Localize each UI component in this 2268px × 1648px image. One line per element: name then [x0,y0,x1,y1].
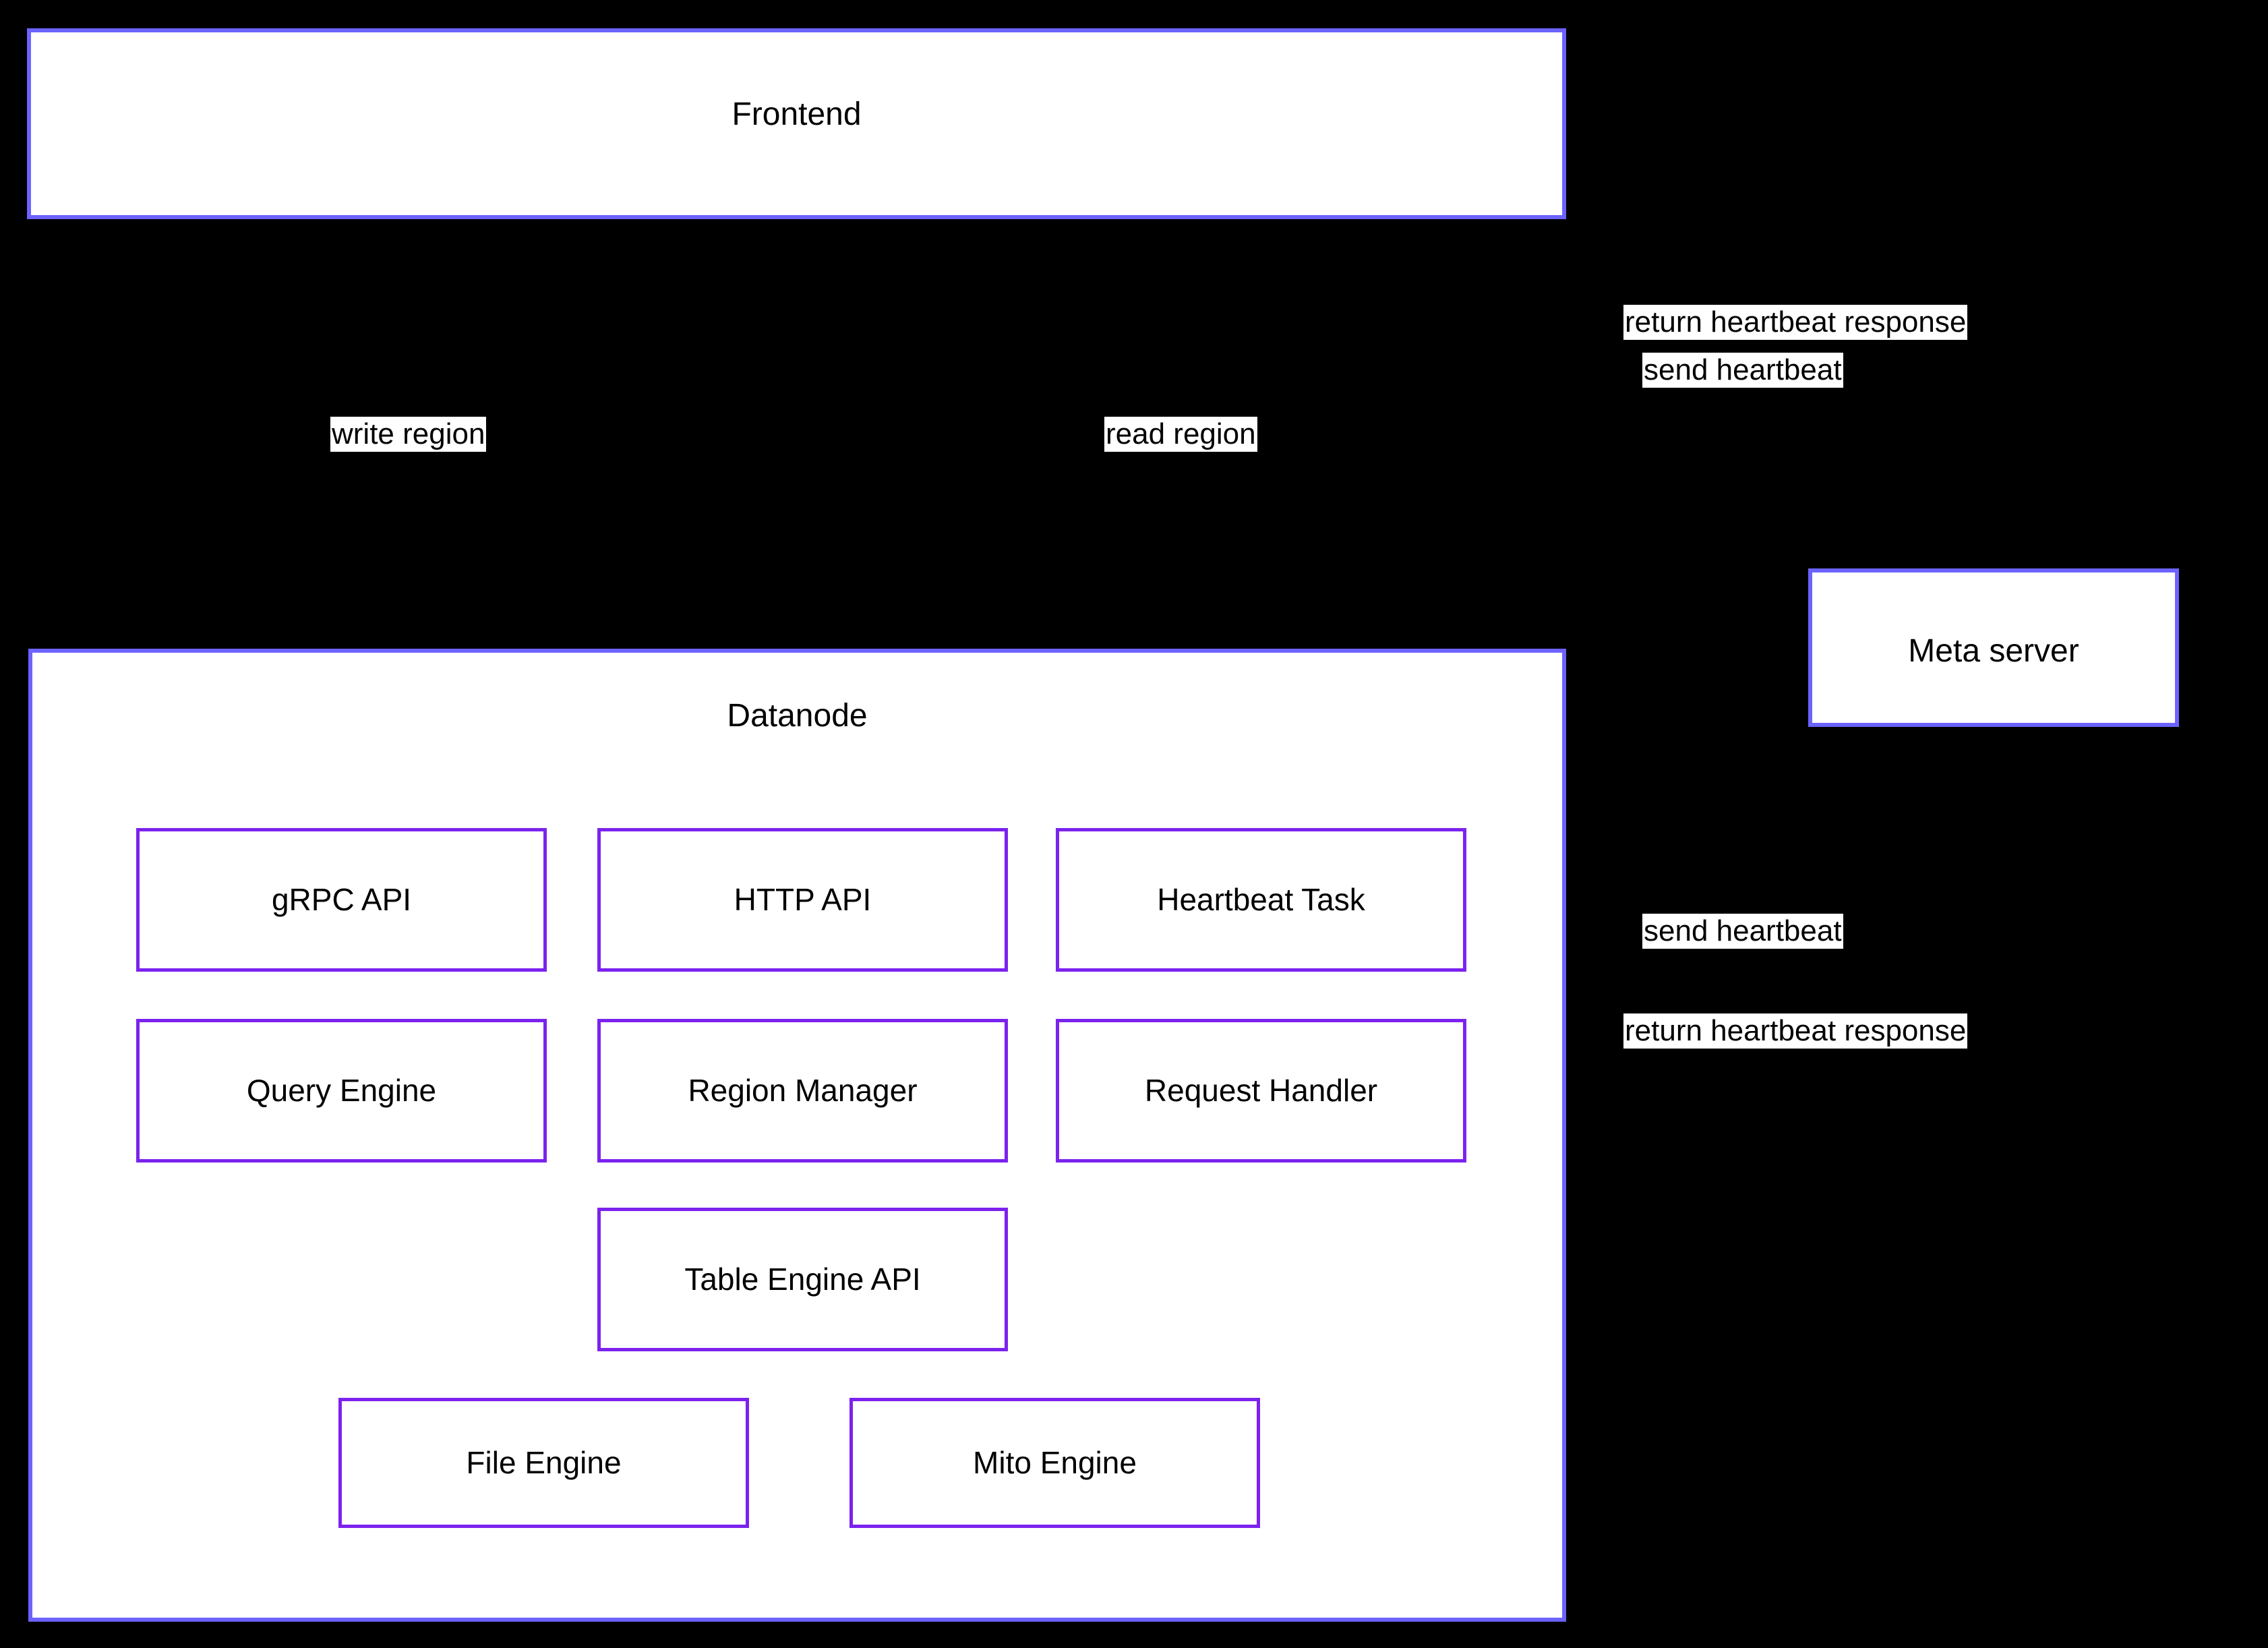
component-heartbeat-task[interactable]: Heartbeat Task [1056,828,1466,972]
component-http-api[interactable]: HTTP API [597,828,1008,972]
component-label: HTTP API [734,882,872,918]
component-label: Request Handler [1144,1073,1378,1109]
component-label: Heartbeat Task [1157,882,1365,918]
edge-label-frontend-send-heartbeat: send heartbeat [1642,353,1843,388]
meta-server-title: Meta server [1908,633,2079,669]
datanode-box[interactable]: Datanode gRPC API HTTP API Heartbeat Tas… [28,649,1566,1622]
connector-frontend-return-heartbeat-response [1562,124,1990,570]
component-label: Mito Engine [973,1445,1137,1481]
component-query-engine[interactable]: Query Engine [136,1019,547,1163]
component-request-handler[interactable]: Request Handler [1056,1019,1466,1163]
edge-label-datanode-return-heartbeat-response: return heartbeat response [1623,1013,1968,1049]
component-label: File Engine [466,1445,622,1481]
datanode-title: Datanode [727,698,868,734]
component-table-engine-api[interactable]: Table Engine API [597,1208,1008,1351]
edge-label-datanode-send-heartbeat: send heartbeat [1642,914,1843,949]
edge-label-read-region: read region [1104,417,1257,452]
component-file-engine[interactable]: File Engine [338,1398,749,1528]
component-grpc-api[interactable]: gRPC API [136,828,547,972]
component-mito-engine[interactable]: Mito Engine [849,1398,1260,1528]
component-label: Table Engine API [684,1262,921,1297]
edge-label-write-region: write region [330,417,487,452]
frontend-title: Frontend [732,96,862,132]
meta-server-box[interactable]: Meta server [1808,568,2179,727]
component-region-manager[interactable]: Region Manager [597,1019,1008,1163]
frontend-box[interactable]: Frontend [27,28,1566,219]
edge-label-frontend-return-heartbeat-response: return heartbeat response [1623,305,1968,340]
component-label: Region Manager [688,1073,918,1109]
component-label: gRPC API [271,882,412,918]
component-label: Query Engine [246,1073,437,1109]
